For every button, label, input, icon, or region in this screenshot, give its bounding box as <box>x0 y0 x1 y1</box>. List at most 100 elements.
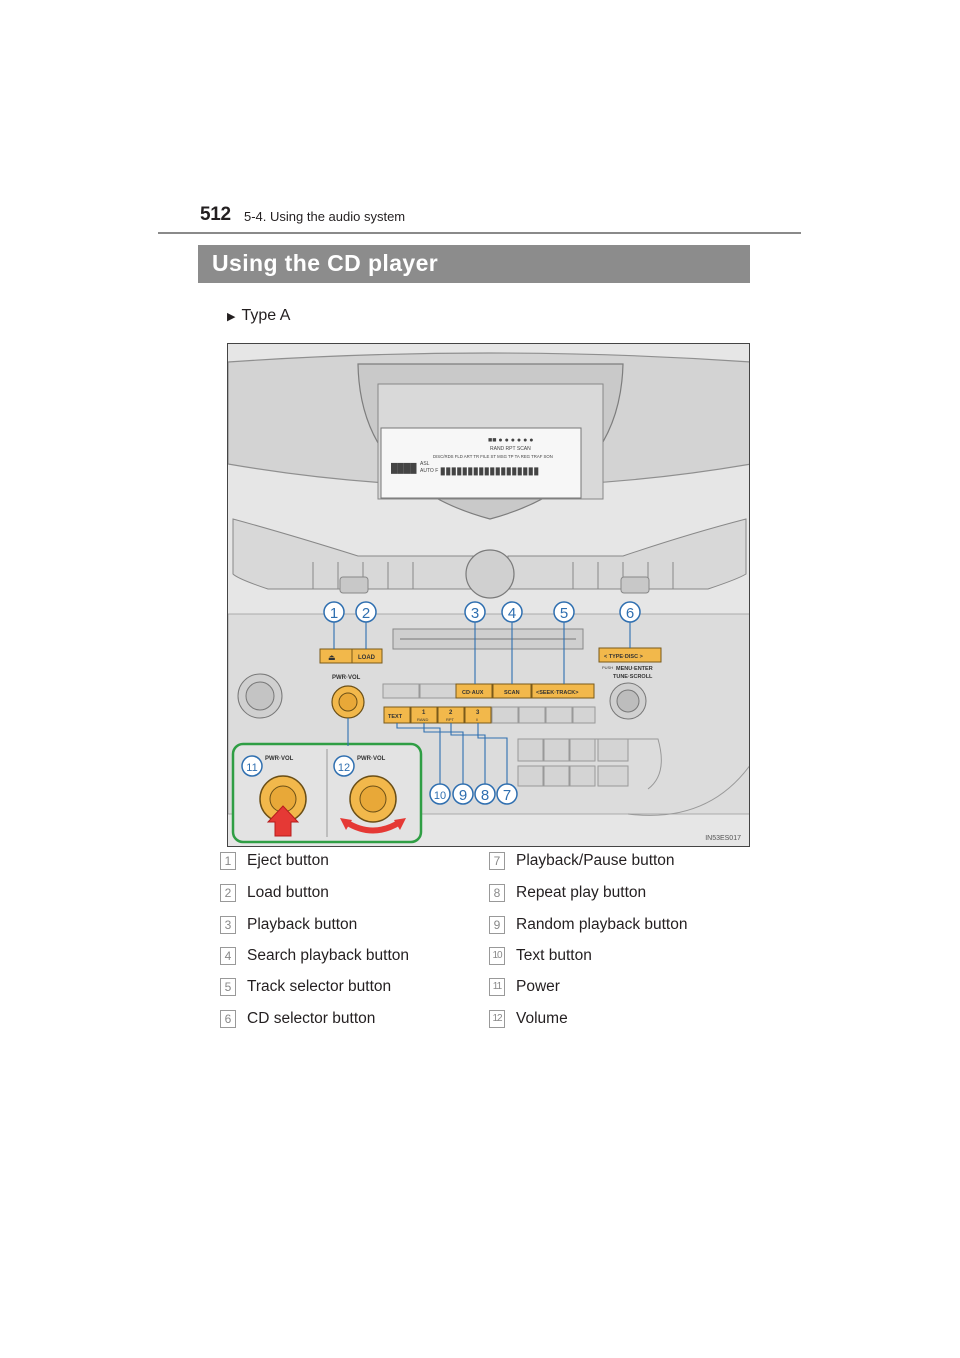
inset-label-pwr-vol-1: PWR·VOL <box>265 756 294 762</box>
legend-item-9: 9 Random playback button <box>489 916 687 934</box>
heading-bar: Using the CD player <box>198 245 750 283</box>
label-preset1: 1 <box>422 710 426 716</box>
legend-number: 9 <box>489 916 505 934</box>
label-preset2: 2 <box>449 710 453 716</box>
callout-12: 12 <box>333 755 355 777</box>
push-arrow-icon <box>266 805 300 837</box>
label-rpt: RPT <box>446 717 455 722</box>
legend-label: Playback button <box>247 916 358 934</box>
figure-code: IN53ES017 <box>705 835 741 842</box>
callout-4: 4 <box>501 601 523 623</box>
callout-11: 11 <box>241 755 263 777</box>
label-pwr-vol: PWR·VOL <box>332 675 361 681</box>
legend-label: Power <box>516 978 560 996</box>
legend-label: Load button <box>247 884 329 902</box>
display-auto: AUTO F <box>420 468 438 474</box>
label-load: LOAD <box>358 655 376 661</box>
callout-6: 6 <box>619 601 641 623</box>
page-number: 512 <box>200 204 231 225</box>
legend-label: Eject button <box>247 852 329 870</box>
legend-item-6: 6 CD selector button <box>220 1010 375 1028</box>
svg-text:2: 2 <box>362 605 370 622</box>
svg-text:1: 1 <box>330 605 338 622</box>
legend-number: 6 <box>220 1010 236 1028</box>
legend-number: 4 <box>220 947 236 965</box>
legend-item-11: 11 Power <box>489 978 560 996</box>
label-text: TEXT <box>388 714 403 720</box>
svg-text:4: 4 <box>508 605 516 622</box>
legend-label: Playback/Pause button <box>516 852 675 870</box>
legend-item-4: 4 Search playback button <box>220 947 409 965</box>
legend-label: Random playback button <box>516 916 688 934</box>
svg-text:10: 10 <box>434 790 446 802</box>
display-line1: RAND RPT SCAN <box>490 446 531 452</box>
legend-item-1: 1 Eject button <box>220 852 329 870</box>
legend-label: Repeat play button <box>516 884 647 902</box>
label-tune-scroll: TUNE·SCROLL <box>613 674 653 680</box>
legend-item-3: 3 Playback button <box>220 916 357 934</box>
rotate-arrow-icon <box>344 819 402 834</box>
legend-item-12: 12 Volume <box>489 1010 568 1028</box>
callout-7: 7 <box>496 783 518 805</box>
label-scan: SCAN <box>504 690 520 696</box>
legend-number: 8 <box>489 884 505 902</box>
svg-text:8: 8 <box>481 787 489 804</box>
svg-text:6: 6 <box>626 605 634 622</box>
label-cd-aux: CD·AUX <box>462 690 484 696</box>
legend-label: Track selector button <box>247 978 392 996</box>
callout-3: 3 <box>464 601 486 623</box>
legend-number: 3 <box>220 916 236 934</box>
callout-2: 2 <box>355 601 377 623</box>
legend-item-7: 7 Playback/Pause button <box>489 852 675 870</box>
legend-item-5: 5 Track selector button <box>220 978 391 996</box>
legend-number: 7 <box>489 852 505 870</box>
legend-label: Text button <box>516 947 592 965</box>
legend-item-8: 8 Repeat play button <box>489 884 646 902</box>
svg-text:3: 3 <box>471 605 479 622</box>
svg-text:▮▮▮▮▮▮▮▮▮▮▮▮▮▮▮▮▮▮: ▮▮▮▮▮▮▮▮▮▮▮▮▮▮▮▮▮▮ <box>440 466 539 477</box>
label-seek-track: <SEEK·TRACK> <box>536 690 578 696</box>
callout-5: 5 <box>553 601 575 623</box>
legend-label: CD selector button <box>247 1010 376 1028</box>
svg-text:■■ ● ● ● ● ● ●: ■■ ● ● ● ● ● ● <box>488 437 534 444</box>
callout-10: 10 <box>429 783 451 805</box>
triangle-bullet-icon: ▶ <box>227 311 236 323</box>
label-type-disc: < TYPE·DISC > <box>604 654 643 660</box>
svg-text:‖: ‖ <box>476 717 478 722</box>
legend-label: Search playback button <box>247 947 409 965</box>
callout-1: 1 <box>323 601 345 623</box>
legend-number: 2 <box>220 884 236 902</box>
svg-text:11: 11 <box>246 762 257 774</box>
eject-icon: ⏏ <box>328 653 336 662</box>
heading-title: Using the CD player <box>212 250 439 276</box>
section-title: 5-4. Using the audio system <box>244 209 406 224</box>
label-rand: RAND <box>417 717 428 722</box>
audio-panel-figure: ■■ ● ● ● ● ● ● RAND RPT SCAN DISC/RDS FL… <box>227 343 750 847</box>
svg-text:9: 9 <box>459 787 467 804</box>
legend-number: 5 <box>220 978 236 996</box>
legend-item-2: 2 Load button <box>220 884 329 902</box>
inset-label-pwr-vol-2: PWR·VOL <box>357 756 386 762</box>
legend-label: Volume <box>516 1010 568 1028</box>
callout-8: 8 <box>474 783 496 805</box>
svg-text:7: 7 <box>503 787 511 804</box>
header-rule <box>158 232 801 234</box>
label-push: PUSH <box>602 665 613 670</box>
display-readout: ■■ ● ● ● ● ● ● RAND RPT SCAN DISC/RDS FL… <box>391 437 553 477</box>
display-asl: ASL <box>420 461 430 467</box>
label-menu-enter: MENU·ENTER <box>616 666 653 672</box>
legend-number: 10 <box>489 947 505 965</box>
legend-number: 12 <box>489 1010 505 1028</box>
label-preset3: 3 <box>476 710 480 716</box>
svg-text:████: ████ <box>391 462 417 474</box>
type-label-text: Type A <box>241 307 291 324</box>
svg-text:5: 5 <box>560 605 568 622</box>
legend-number: 11 <box>489 978 505 996</box>
legend-number: 1 <box>220 852 236 870</box>
display-line2: DISC/RDS FLD ART TR FILE ST MSG TP TA RE… <box>433 454 553 459</box>
callout-9: 9 <box>452 783 474 805</box>
svg-text:12: 12 <box>338 762 350 774</box>
type-label: ▶ Type A <box>227 307 290 325</box>
audio-panel-illustration: ■■ ● ● ● ● ● ● RAND RPT SCAN DISC/RDS FL… <box>228 344 749 846</box>
callouts: 1 2 3 4 5 6 7 8 9 10 11 12 <box>241 601 641 805</box>
